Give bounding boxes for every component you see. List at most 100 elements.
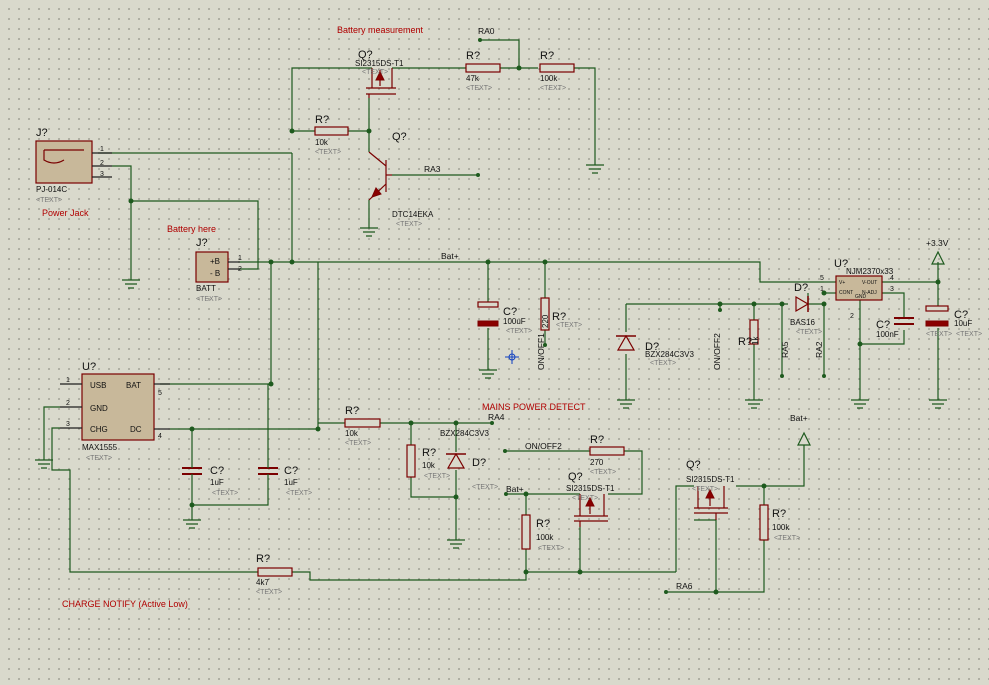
svg-text:SI2315DS-T1: SI2315DS-T1 xyxy=(566,484,615,493)
resistor-10k-mains[interactable]: R? 10k <TEXT> xyxy=(344,405,381,447)
capacitor-10uf[interactable]: C? 10uF <TEXT> <TEXT> xyxy=(925,305,982,338)
svg-text:USB: USB xyxy=(90,381,106,390)
q-npn-ref: Q? xyxy=(392,131,407,143)
q-npn-transistor[interactable]: Q? DTC14EKA <TEXT> xyxy=(368,131,434,228)
capacitor-100nf[interactable]: C? 100nF xyxy=(876,317,914,339)
svg-text:<TEXT>: <TEXT> xyxy=(796,329,822,336)
net-label-vcc: +3.3V xyxy=(926,238,949,248)
svg-text:220: 220 xyxy=(541,314,550,328)
svg-text:U?: U? xyxy=(834,258,848,270)
q-top-mosfet[interactable]: Q? SI2315DS-T1 <TEXT> xyxy=(355,49,404,98)
svg-text:<TEXT>: <TEXT> xyxy=(396,221,422,228)
net-label-ra6: RA6 xyxy=(676,581,693,591)
svg-text:5: 5 xyxy=(158,390,162,397)
svg-text:10k: 10k xyxy=(345,429,359,438)
svg-text:<TEXT>: <TEXT> xyxy=(256,589,282,596)
svg-text:C?: C? xyxy=(876,319,890,331)
svg-text:CHG: CHG xyxy=(90,425,108,434)
net-label-ra3: RA3 xyxy=(424,164,441,174)
svg-text:R?: R? xyxy=(315,114,329,126)
bat-plus-arrow-symbol xyxy=(797,431,811,446)
svg-text:2: 2 xyxy=(238,266,242,273)
svg-text:D?: D? xyxy=(794,282,808,294)
svg-text:V+: V+ xyxy=(839,280,845,286)
regulator-ic[interactable]: 5 1 4 3 2 V+ CONT V-OUT N-ADJ GND U? NJM… xyxy=(820,258,894,320)
resistor-10k-base[interactable]: R? 10k <TEXT> xyxy=(314,114,349,156)
svg-text:Q?: Q? xyxy=(686,459,701,471)
svg-text:BAS16: BAS16 xyxy=(790,318,815,327)
svg-text:4k7: 4k7 xyxy=(256,578,269,587)
svg-text:BZX284C3V3: BZX284C3V3 xyxy=(440,429,489,438)
net-label-bat-plus-lower: Bat+ xyxy=(506,484,524,494)
svg-text:R?: R? xyxy=(345,405,359,417)
resistor-270[interactable]: R? 270 <TEXT> xyxy=(589,434,625,476)
q-top-ref: Q? xyxy=(358,49,373,61)
svg-text:<TEXT>: <TEXT> xyxy=(956,331,982,338)
svg-text:SI2315DS-T1: SI2315DS-T1 xyxy=(686,475,735,484)
svg-text:<TEXT>: <TEXT> xyxy=(926,331,952,338)
svg-text:+B: +B xyxy=(210,257,220,266)
resistor-10k-vertical[interactable]: R? 10k <TEXT> xyxy=(406,444,450,480)
svg-text:NJM2370x33: NJM2370x33 xyxy=(846,267,894,276)
capacitor-1uf-left[interactable]: C? 1uF <TEXT> xyxy=(182,460,238,497)
svg-text:<TEXT>: <TEXT> xyxy=(774,535,800,542)
svg-text:R?: R? xyxy=(466,50,480,62)
ground-symbols xyxy=(35,164,947,549)
q-npn-value: DTC14EKA xyxy=(392,210,434,219)
svg-text:R?: R? xyxy=(256,553,270,565)
vcc-arrow-symbol xyxy=(931,250,945,265)
resistor-220[interactable]: 220 R? <TEXT> xyxy=(540,297,582,331)
zener-diode-1[interactable]: D? BZX284C3V3 <TEXT> xyxy=(616,334,694,367)
resistor-100k-mid[interactable]: R? 100k <TEXT> xyxy=(521,514,564,552)
crosshair-cursor-icon xyxy=(505,350,519,364)
battery-connector[interactable]: +B - B 1 2 J? BATT <TEXT> xyxy=(195,237,242,303)
charger-ic[interactable]: USB GND CHG BAT DC 1 2 3 5 4 U? MAX1555 … xyxy=(60,361,170,462)
zener-diode-2[interactable]: BZX284C3V3 D? <TEXT> xyxy=(440,429,498,491)
resistor-1k[interactable]: 1k R? xyxy=(738,319,760,348)
svg-text:- B: - B xyxy=(210,269,220,278)
svg-text:BAT: BAT xyxy=(126,381,141,390)
svg-text:CONT: CONT xyxy=(839,290,853,296)
svg-text:4: 4 xyxy=(890,275,894,282)
svg-text:GND: GND xyxy=(90,404,108,413)
svg-text:R?: R? xyxy=(772,508,786,520)
capacitor-100uf[interactable]: C? 100uF <TEXT> xyxy=(477,301,532,335)
wires xyxy=(43,39,939,593)
svg-text:<TEXT>: <TEXT> xyxy=(590,469,616,476)
svg-text:10k: 10k xyxy=(422,461,436,470)
svg-text:2: 2 xyxy=(100,160,104,167)
j1-value: PJ-014C xyxy=(36,185,67,194)
q-right-mosfet[interactable]: Q? SI2315DS-T1 <TEXT> xyxy=(686,459,735,520)
svg-text:R?: R? xyxy=(536,518,550,530)
svg-text:U?: U? xyxy=(82,361,96,373)
svg-text:<TEXT>: <TEXT> xyxy=(650,360,676,367)
svg-text:<TEXT>: <TEXT> xyxy=(36,197,62,204)
svg-text:1: 1 xyxy=(238,255,242,262)
diode-bas16[interactable]: D? BAS16 <TEXT> xyxy=(790,282,822,336)
svg-text:C?: C? xyxy=(954,309,968,321)
svg-text:2: 2 xyxy=(66,400,70,407)
resistor-100k-right[interactable]: R? 100k <TEXT> xyxy=(759,504,800,542)
battery-here-label: Battery here xyxy=(167,224,216,234)
resistor-100k-top[interactable]: R? 100k <TEXT> xyxy=(539,50,575,92)
svg-text:<TEXT>: <TEXT> xyxy=(286,490,312,497)
svg-text:GND: GND xyxy=(855,294,867,300)
capacitor-1uf-right[interactable]: C? 1uF <TEXT> xyxy=(258,460,312,497)
net-label-ra2: RA2 xyxy=(814,341,824,358)
svg-text:<TEXT>: <TEXT> xyxy=(472,484,498,491)
mains-power-detect-label: MAINS POWER DETECT xyxy=(482,402,586,412)
svg-text:1: 1 xyxy=(66,377,70,384)
resistor-47k[interactable]: R? 47k <TEXT> xyxy=(465,50,501,92)
svg-text:<TEXT>: <TEXT> xyxy=(538,545,564,552)
svg-text:<TEXT>: <TEXT> xyxy=(86,455,112,462)
resistor-4k7[interactable]: R? 4k7 <TEXT> xyxy=(256,553,293,596)
q-mid-mosfet[interactable]: Q? SI2315DS-T1 <TEXT> xyxy=(566,471,615,527)
svg-text:<TEXT>: <TEXT> xyxy=(572,495,598,502)
j1-ref: J? xyxy=(36,127,48,139)
power-jack-connector[interactable]: 1 2 3 J? PJ-014C <TEXT> xyxy=(35,127,112,204)
net-label-ra0: RA0 xyxy=(478,26,495,36)
svg-text:3: 3 xyxy=(100,171,104,178)
svg-text:D?: D? xyxy=(645,341,659,353)
svg-text:<TEXT>: <TEXT> xyxy=(540,85,566,92)
